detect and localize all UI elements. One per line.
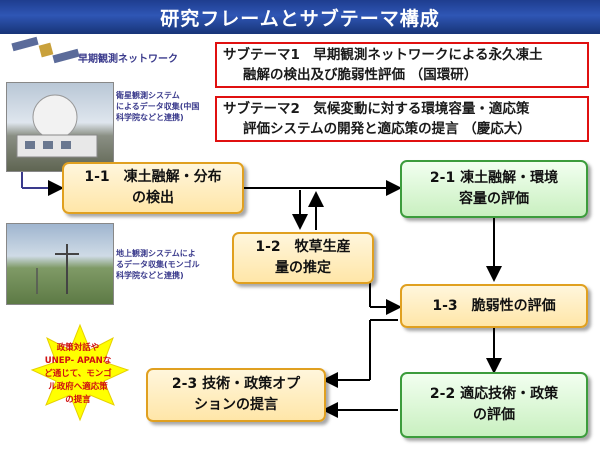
satellite-network-label: 早期観測ネットワーク <box>78 54 178 65</box>
box-2-3: 2-3 技術・政策オプションの提言 <box>146 368 326 422</box>
policy-note: 政策対話や UNEP- APANな ど通じて、モンゴ ル政府へ適応策 の提言 <box>44 343 112 405</box>
subtheme-2: サブテーマ2 気候変動に対する環境容量・適応策 評価システムの開発と適応策の提言… <box>215 96 589 142</box>
subtheme-1: サブテーマ1 早期観測ネットワークによる永久凍土 融解の検出及び脆弱性評価 （国… <box>215 42 589 88</box>
ground-caption: 地上観測システムによ るデータ収集(モンゴル 科学院などと連携) <box>116 249 200 280</box>
box-1-2: 1-2 牧草生産量の推定 <box>232 232 374 284</box>
satellite-station-photo <box>6 82 114 172</box>
box-2-1: 2-1 凍土融解・環境容量の評価 <box>400 160 588 218</box>
box-2-2: 2-2 適応技術・政策の評価 <box>400 372 588 438</box>
page-title: 研究フレームとサブテーマ構成 <box>0 0 600 34</box>
satellite-caption: 衛星観測システム によるデータ収集(中国 科学院などと連携) <box>116 91 200 122</box>
box-1-3: 1-3 脆弱性の評価 <box>400 284 588 328</box>
satellite-icon <box>11 36 80 64</box>
starburst-shape <box>30 323 130 422</box>
box-1-1: 1-1 凍土融解・分布の検出 <box>62 162 244 214</box>
ground-station-photo <box>6 223 114 305</box>
